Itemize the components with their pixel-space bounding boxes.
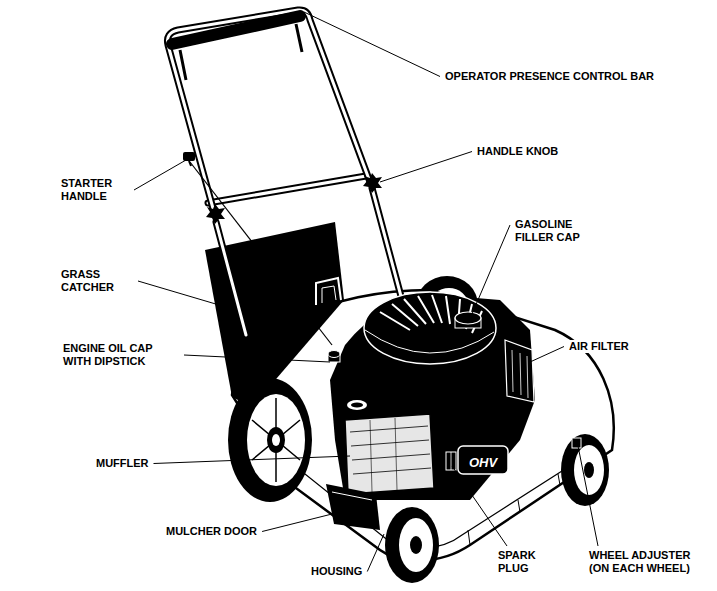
lower-handle — [208, 176, 366, 203]
lower-handle — [208, 176, 366, 203]
starter-cord — [183, 152, 332, 345]
part-label: HOUSING — [310, 565, 363, 578]
upper-handle — [167, 10, 370, 212]
label-holder: GASOLINE FILLER CAP — [514, 218, 598, 245]
leader-line — [578, 446, 598, 546]
gasoline-cap — [455, 312, 481, 328]
oil-cap — [328, 351, 340, 358]
spark-plug — [446, 452, 456, 470]
gasoline-cap — [455, 312, 481, 324]
leader-line — [472, 225, 510, 314]
starter-cord — [183, 152, 195, 161]
muffler — [345, 414, 434, 494]
leader-line — [184, 355, 330, 362]
part-label: OPERATOR PRESENCE CONTROL BAR — [444, 70, 655, 83]
front-left-wheel — [385, 507, 439, 583]
label-holder: OPERATOR PRESENCE CONTROL BAR — [444, 66, 655, 84]
muffler — [345, 414, 434, 494]
label-holder: OHV — [468, 453, 498, 471]
rear-left-wheel — [252, 398, 300, 482]
control-bar — [180, 24, 302, 80]
upper-handle — [167, 10, 370, 212]
front-right-wheel — [561, 434, 609, 506]
label-holder: WHEEL ADJUSTER (ON EACH WHEEL) — [588, 549, 708, 576]
ohv-badge — [458, 446, 508, 474]
part-label: MUFFLER — [95, 457, 150, 470]
rear-left-wheel — [228, 378, 312, 502]
leader-lines — [134, 12, 598, 572]
engine-block — [330, 292, 535, 500]
leader-line — [304, 12, 440, 77]
part-label: MULCHER DOOR — [165, 525, 258, 538]
upper-handle — [167, 10, 370, 212]
part-label: WHEEL ADJUSTER (ON EACH WHEEL) — [588, 549, 708, 575]
mulcher-door — [326, 484, 380, 530]
label-holder: GRASS CATCHER — [60, 268, 134, 295]
leader-line — [452, 466, 507, 546]
part-label: GRASS CATCHER — [60, 268, 134, 294]
front-left-wheel — [385, 507, 439, 583]
front-right-wheel — [561, 434, 609, 506]
label-holder: MULCHER DOOR — [165, 521, 258, 539]
front-right-wheel — [574, 445, 604, 495]
spark-plug — [451, 452, 452, 470]
rear-left-wheel — [267, 427, 285, 453]
leader-line — [530, 347, 564, 363]
engine-badge-text: OHV — [468, 455, 498, 470]
spark-plug — [446, 452, 456, 470]
part-label: ENGINE OIL CAP WITH DIPSTICK — [62, 342, 180, 368]
label-holder: HOUSING — [310, 561, 363, 579]
leader-line — [367, 534, 384, 572]
handle-knob — [363, 173, 382, 193]
label-holder: AIR FILTER — [568, 336, 630, 354]
front-right-wheel — [572, 438, 581, 448]
label-holder: MUFFLER — [95, 453, 150, 471]
grass-catcher — [316, 278, 341, 305]
front-left-wheel — [410, 536, 422, 554]
part-label: GASOLINE FILLER CAP — [514, 218, 598, 244]
control-bar — [172, 16, 302, 80]
engine-block — [347, 400, 367, 410]
muffler — [350, 426, 431, 474]
leader-line — [262, 513, 336, 532]
label-holder: STARTER HANDLE — [60, 177, 130, 204]
oil-cap — [328, 351, 340, 363]
rear-left-wheel — [272, 434, 280, 446]
rear-left-wheel — [247, 394, 305, 486]
leader-line — [380, 152, 472, 183]
front-left-wheel — [399, 518, 433, 572]
label-holder: HANDLE KNOB — [476, 141, 559, 159]
front-right-wheel — [584, 462, 594, 478]
engine-block — [364, 292, 496, 364]
leader-line — [138, 281, 236, 310]
control-bar — [172, 16, 300, 44]
rear-left-wheel — [228, 378, 312, 502]
part-label: HANDLE KNOB — [476, 145, 559, 158]
leader-line — [154, 456, 351, 464]
ohv-badge — [458, 446, 508, 474]
part-label: AIR FILTER — [568, 340, 630, 353]
mulcher-door — [332, 492, 372, 500]
grass-catcher — [322, 286, 336, 303]
mulcher-door — [326, 484, 380, 530]
leader-line — [134, 160, 186, 190]
label-holder: ENGINE OIL CAP WITH DIPSTICK — [62, 342, 180, 369]
handle-knob — [206, 204, 225, 224]
air-filter — [505, 340, 534, 402]
air-filter — [512, 350, 528, 398]
engine-block — [365, 330, 494, 353]
label-holder: SPARK PLUG — [497, 549, 549, 576]
engine-block — [380, 295, 482, 333]
muffler — [370, 418, 397, 492]
part-label: STARTER HANDLE — [60, 177, 130, 203]
starter-cord — [189, 161, 191, 166]
air-filter — [505, 340, 534, 402]
engine-block — [351, 403, 363, 408]
part-label: SPARK PLUG — [497, 549, 549, 575]
starter-cord — [190, 162, 332, 345]
